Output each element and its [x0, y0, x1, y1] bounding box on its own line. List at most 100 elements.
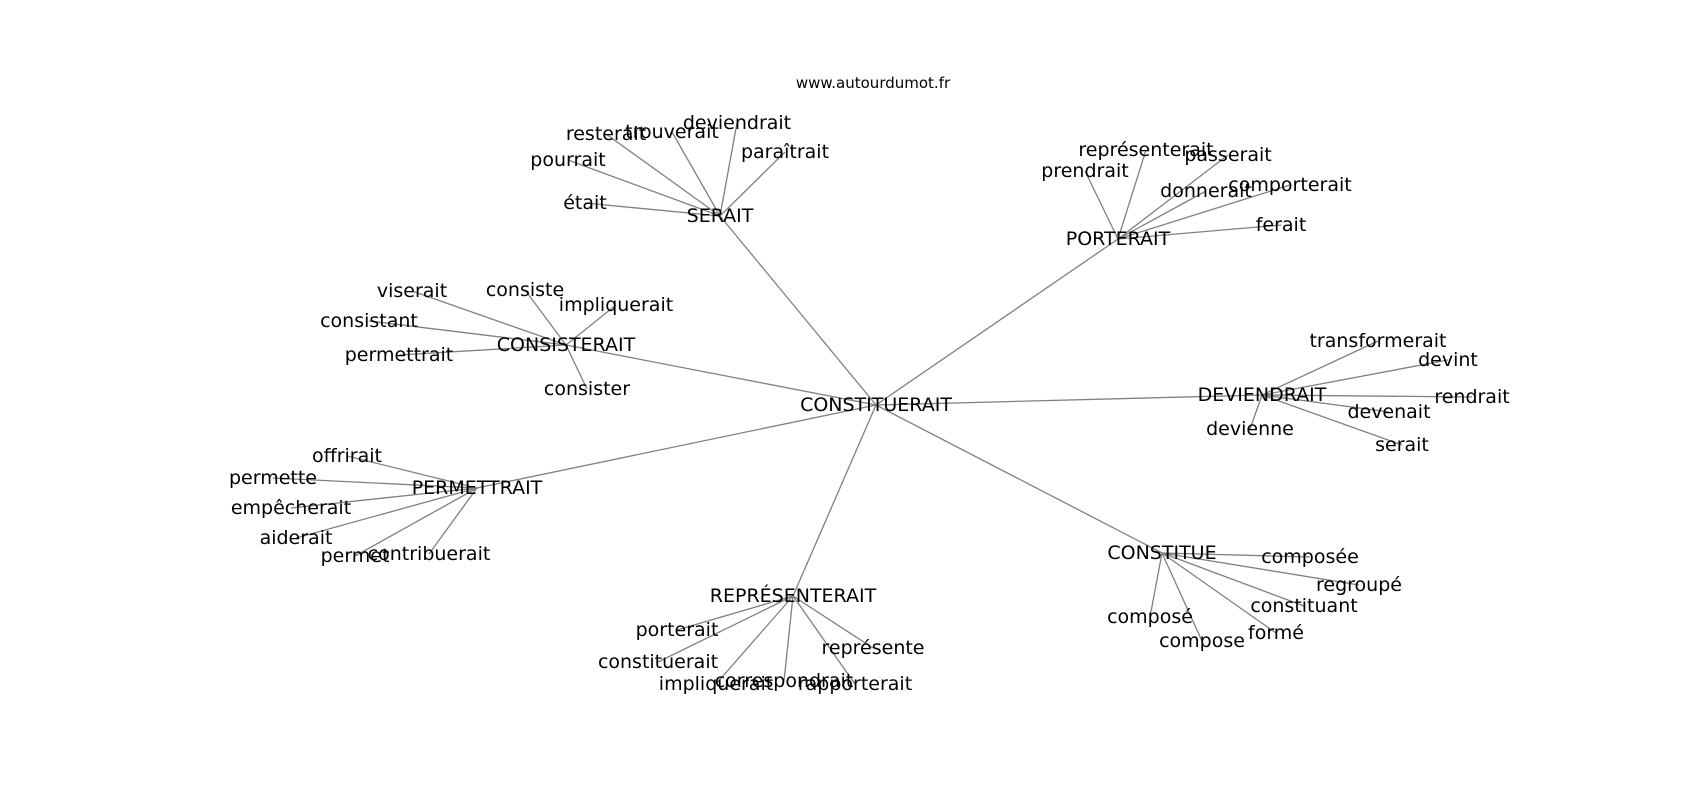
hub-node-constitue: CONSTITUE — [1107, 542, 1216, 564]
edge-representerait-porterait — [676, 595, 794, 631]
leaf-node-deviendrait: deviendrait — [683, 112, 791, 134]
edge-root-consisterait — [565, 344, 877, 406]
edge-consisterait-viserait — [411, 290, 567, 346]
edge-deviendrait-rendrait — [1261, 394, 1473, 398]
edge-deviendrait-serait — [1261, 394, 1403, 446]
leaf-node-permette: permette — [229, 467, 317, 489]
edge-porterait-donnerait — [1117, 190, 1207, 240]
leaf-node-compose: compose — [1159, 630, 1245, 652]
edge-consisterait-consistant — [368, 320, 567, 346]
edge-representerait-impliquerait — [715, 595, 794, 685]
hub-node-deviendrait: DEVIENDRAIT — [1198, 384, 1327, 406]
leaf-node-contribuerait: contribuerait — [368, 543, 491, 565]
edge-porterait-comporterait — [1117, 184, 1291, 240]
leaf-node-devenait: devenait — [1347, 401, 1430, 423]
leaf-node-consistant: consistant — [320, 310, 418, 332]
edge-permettrait-contribuerait — [428, 487, 478, 555]
edge-constitue-compose — [1149, 552, 1163, 618]
edge-permettrait-permet — [354, 487, 478, 557]
hub-node-representerait: REPRÉSENTERAIT — [710, 584, 877, 607]
leaf-node-forme: formé — [1248, 622, 1304, 644]
edge-serait-resterait — [605, 133, 721, 217]
edge-permettrait-offrirait — [346, 455, 478, 489]
hub-node-consisterait: CONSISTERAIT — [497, 334, 636, 356]
leaf-node-prendrait: prendrait — [1041, 160, 1128, 182]
site-url: www.autourdumot.fr — [796, 74, 951, 92]
edge-root-serait — [719, 215, 877, 406]
edge-deviendrait-devienne — [1249, 394, 1263, 430]
leaf-node-serait: serait — [1375, 434, 1429, 456]
leaf-node-transformerait: transformerait — [1309, 330, 1446, 352]
leaf-node-impliquerait: impliquerait — [559, 294, 673, 316]
leaf-node-comporterait: comporterait — [1228, 174, 1351, 196]
edge-serait-paraitrait — [719, 151, 786, 217]
leaf-node-constituerait: constituerait — [598, 651, 718, 673]
leaf-node-etait: était — [563, 192, 607, 214]
edge-serait-trouverait — [671, 131, 721, 217]
hub-node-serait: SERAIT — [687, 205, 754, 227]
leaf-node-represente: représente — [822, 637, 925, 659]
leaf-node-correspondrait: correspondrait — [715, 670, 854, 692]
edge-permettrait-permette — [272, 477, 478, 489]
edge-constitue-regroupe — [1161, 552, 1360, 586]
leaf-node-donnerait: donnerait — [1160, 180, 1252, 202]
edge-permettrait-empecherait — [290, 487, 478, 509]
edge-serait-deviendrait — [719, 122, 738, 217]
edge-porterait-representerait — [1117, 149, 1147, 240]
edge-root-porterait — [875, 238, 1119, 406]
leaf-node-permet: permet — [321, 545, 390, 567]
leaf-node-representerait: représenterait — [1078, 139, 1213, 161]
leaf-node-rapporterait: rapporterait — [798, 673, 912, 695]
edge-root-constitue — [875, 404, 1163, 554]
edge-root-permettrait — [476, 404, 877, 489]
leaf-node-trouverait: trouverait — [625, 121, 719, 143]
leaf-node-devienne: devienne — [1206, 418, 1294, 440]
leaf-node-constituant: constituant — [1250, 595, 1357, 617]
leaf-node-impliquerait: impliquerait — [659, 673, 773, 695]
edge-porterait-ferait — [1117, 224, 1282, 240]
leaf-node-porterait: porterait — [636, 619, 719, 641]
root-node-label: CONSTITUERAIT — [800, 394, 952, 416]
leaf-node-consiste: consiste — [486, 279, 564, 301]
edge-constitue-compose — [1161, 552, 1203, 642]
leaf-node-compose: composé — [1107, 606, 1193, 628]
leaf-node-passerait: passerait — [1184, 144, 1271, 166]
edge-constitue-composee — [1161, 552, 1311, 558]
edge-deviendrait-devenait — [1261, 394, 1390, 413]
leaf-node-regroupe: regroupé — [1316, 574, 1402, 596]
edge-representerait-rapporterait — [792, 595, 856, 685]
leaf-node-viserait: viserait — [377, 280, 447, 302]
leaf-node-consister: consister — [544, 378, 630, 400]
leaf-node-offrirait: offrirait — [312, 445, 382, 467]
leaf-node-empecherait: empêcherait — [231, 497, 351, 519]
hub-node-permettrait: PERMETTRAIT — [412, 477, 543, 499]
edge-root-representerait — [792, 404, 877, 597]
leaf-node-pourrait: pourrait — [530, 149, 605, 171]
leaf-node-devint: devint — [1418, 349, 1478, 371]
edge-porterait-prendrait — [1084, 170, 1119, 240]
edge-serait-pourrait — [567, 159, 721, 217]
edge-constitue-forme — [1161, 552, 1277, 634]
leaf-node-permettrait: permettrait — [345, 344, 454, 366]
edge-deviendrait-devint — [1261, 359, 1449, 396]
leaf-node-composee: composée — [1261, 546, 1359, 568]
hub-node-porterait: PORTERAIT — [1066, 228, 1171, 250]
edge-consisterait-consiste — [524, 289, 567, 346]
leaf-node-rendrait: rendrait — [1434, 386, 1509, 408]
edge-root-deviendrait — [875, 394, 1263, 406]
edge-deviendrait-transformerait — [1261, 340, 1379, 396]
graph-edges — [272, 122, 1473, 685]
edge-consisterait-consister — [565, 344, 588, 390]
edge-serait-etait — [584, 202, 721, 217]
edge-representerait-constituerait — [657, 595, 794, 663]
leaf-node-aiderait: aiderait — [260, 527, 333, 549]
edge-representerait-correspondrait — [783, 595, 794, 682]
edge-constitue-constituant — [1161, 552, 1305, 607]
edge-permettrait-aiderait — [295, 487, 478, 539]
leaf-node-ferait: ferait — [1256, 214, 1307, 236]
edge-consisterait-permettrait — [398, 344, 567, 356]
edge-representerait-represente — [792, 595, 874, 649]
edge-porterait-passerait — [1117, 154, 1229, 240]
leaf-node-paraitrait: paraîtrait — [741, 141, 829, 163]
